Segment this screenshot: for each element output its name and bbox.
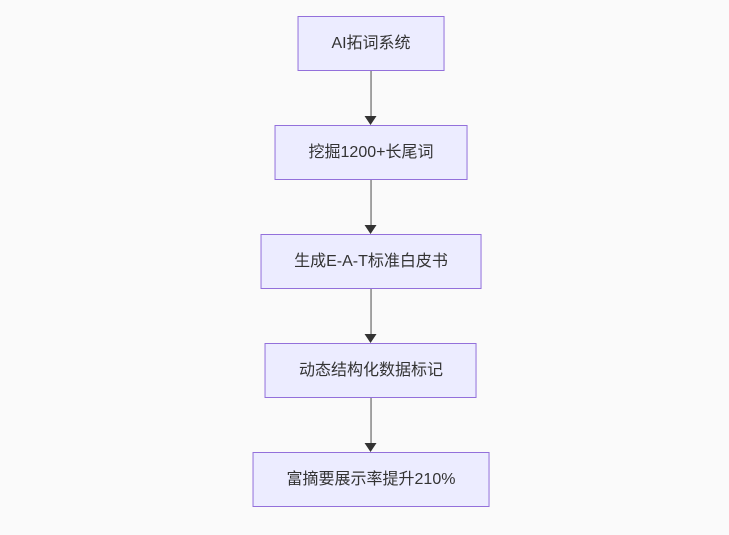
flow-node-ai-word-system: AI拓词系统	[297, 16, 445, 71]
edge-line	[370, 71, 372, 117]
flow-edge	[363, 180, 379, 234]
flow-edge	[363, 289, 379, 343]
arrowhead-icon	[365, 334, 377, 343]
flow-node-label: 挖掘1200+长尾词	[308, 143, 434, 161]
arrowhead-icon	[365, 116, 377, 125]
flow-edge	[363, 71, 379, 125]
flow-node-label: 动态结构化数据标记	[298, 361, 443, 379]
edge-line	[370, 289, 372, 335]
arrowhead-icon	[365, 225, 377, 234]
flow-node-label: AI拓词系统	[331, 34, 411, 52]
flowchart: AI拓词系统 挖掘1200+长尾词 生成E-A-T标准白皮书 动态结构化数据标记	[252, 16, 490, 507]
flow-node-label: 生成E-A-T标准白皮书	[294, 252, 448, 270]
flow-node-structured-data: 动态结构化数据标记	[264, 343, 477, 398]
flow-node-eat-whitepaper: 生成E-A-T标准白皮书	[260, 234, 482, 289]
edge-line	[370, 180, 372, 226]
edge-line	[370, 398, 372, 444]
flow-node-label: 富摘要展示率提升210%	[286, 470, 456, 488]
flow-node-longtail-mining: 挖掘1200+长尾词	[274, 125, 468, 180]
arrowhead-icon	[365, 443, 377, 452]
flow-node-rich-snippet-result: 富摘要展示率提升210%	[252, 452, 490, 507]
flow-edge	[363, 398, 379, 452]
